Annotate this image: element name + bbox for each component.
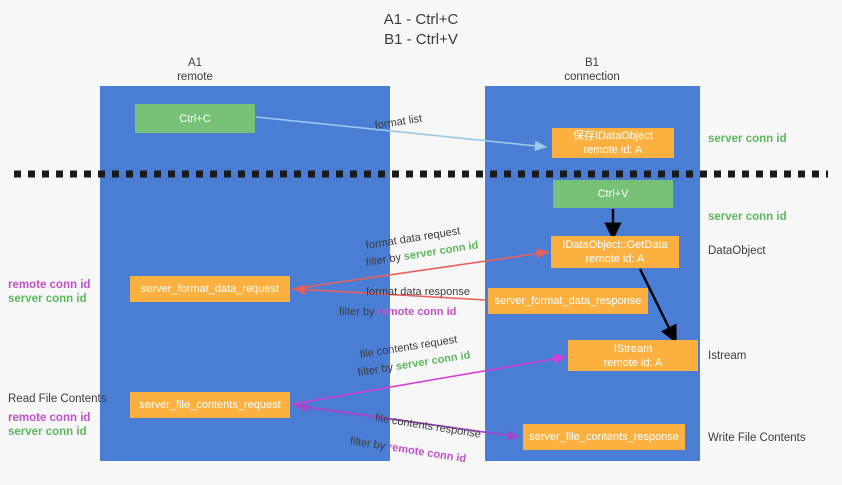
filter-prefix: filter by <box>339 306 378 318</box>
annotation-read-file-contents: Read File Contents <box>8 393 107 405</box>
node-server-file-contents-request-label: server_file_contents_request <box>139 399 281 411</box>
edge-label-file-contents-response-text: file contents response <box>374 412 482 441</box>
annotation-istream: Istream <box>708 350 747 362</box>
title-line-1: A1 - Ctrl+C <box>383 11 459 28</box>
annotation-server-conn-id-mid: server conn id <box>708 211 787 223</box>
lane-b1-role: connection <box>564 71 620 83</box>
annotation-server-conn-id-1: server conn id <box>8 293 87 305</box>
node-getdata-line1: IDataObject::GetData <box>562 239 668 251</box>
node-server-format-data-response[interactable]: server_format_data_response <box>488 288 648 314</box>
page-title: A1 - Ctrl+C B1 - Ctrl+V <box>0 10 842 50</box>
lane-header-b1: B1 connection <box>542 56 642 84</box>
edge-label-format-data-response-filter: filter by remote conn id <box>339 305 456 320</box>
node-server-file-contents-request[interactable]: server_file_contents_request <box>130 392 290 418</box>
node-istream[interactable]: IStream remote id: A <box>568 340 698 371</box>
node-ctrl-v-label: Ctrl+V <box>597 188 629 200</box>
node-istream-line1: IStream <box>613 342 653 355</box>
annotation-dataobject: DataObject <box>708 245 766 257</box>
node-save-dataobject[interactable]: 保存IDataObject remote id: A <box>552 128 674 158</box>
edge-label-file-contents-response: file contents response <box>374 411 482 443</box>
node-server-format-data-request[interactable]: server_format_data_request <box>130 276 290 302</box>
annotation-remote-conn-id-2: remote conn id <box>8 412 91 424</box>
lane-header-a1: A1 remote <box>145 56 245 84</box>
annotation-server-conn-id-top: server conn id <box>708 133 787 145</box>
edge-label-format-data-response-text: format data response <box>366 286 470 298</box>
node-ctrl-c-label: Ctrl+C <box>179 112 211 125</box>
annotation-write-file-contents: Write File Contents <box>708 432 806 444</box>
node-idataobject-getdata[interactable]: IDataObject::GetData remote id: A <box>551 236 679 268</box>
node-server-format-data-request-label: server_format_data_request <box>140 283 280 295</box>
edge-label-file-contents-response-filter: filter by remote conn id <box>349 434 467 467</box>
annotation-server-conn-id-2: server conn id <box>8 426 87 438</box>
lane-b1-name: B1 <box>584 57 600 69</box>
title-line-2: B1 - Ctrl+V <box>384 31 458 48</box>
node-server-format-data-response-label: server_format_data_response <box>494 295 642 307</box>
edge-label-format-data-response: format data response <box>366 285 470 300</box>
node-getdata-line2: remote id: A <box>585 253 645 265</box>
filter-key-remote-conn-id: remote conn id <box>377 306 457 318</box>
node-save-dataobject-line1: 保存IDataObject <box>572 130 654 142</box>
node-istream-line2: remote id: A <box>603 356 663 369</box>
lane-a1-name: A1 <box>187 57 203 69</box>
node-ctrl-c[interactable]: Ctrl+C <box>135 104 255 133</box>
node-server-file-contents-response[interactable]: server_file_contents_response <box>523 424 685 450</box>
node-save-dataobject-line2: remote id: A <box>583 144 643 156</box>
annotation-remote-conn-id-1: remote conn id <box>8 279 91 291</box>
node-ctrl-v[interactable]: Ctrl+V <box>553 180 673 208</box>
lane-a1-role: remote <box>177 71 213 83</box>
node-server-file-contents-response-label: server_file_contents_response <box>529 431 679 443</box>
filter-key-remote-conn-id: remote conn id <box>387 441 467 466</box>
